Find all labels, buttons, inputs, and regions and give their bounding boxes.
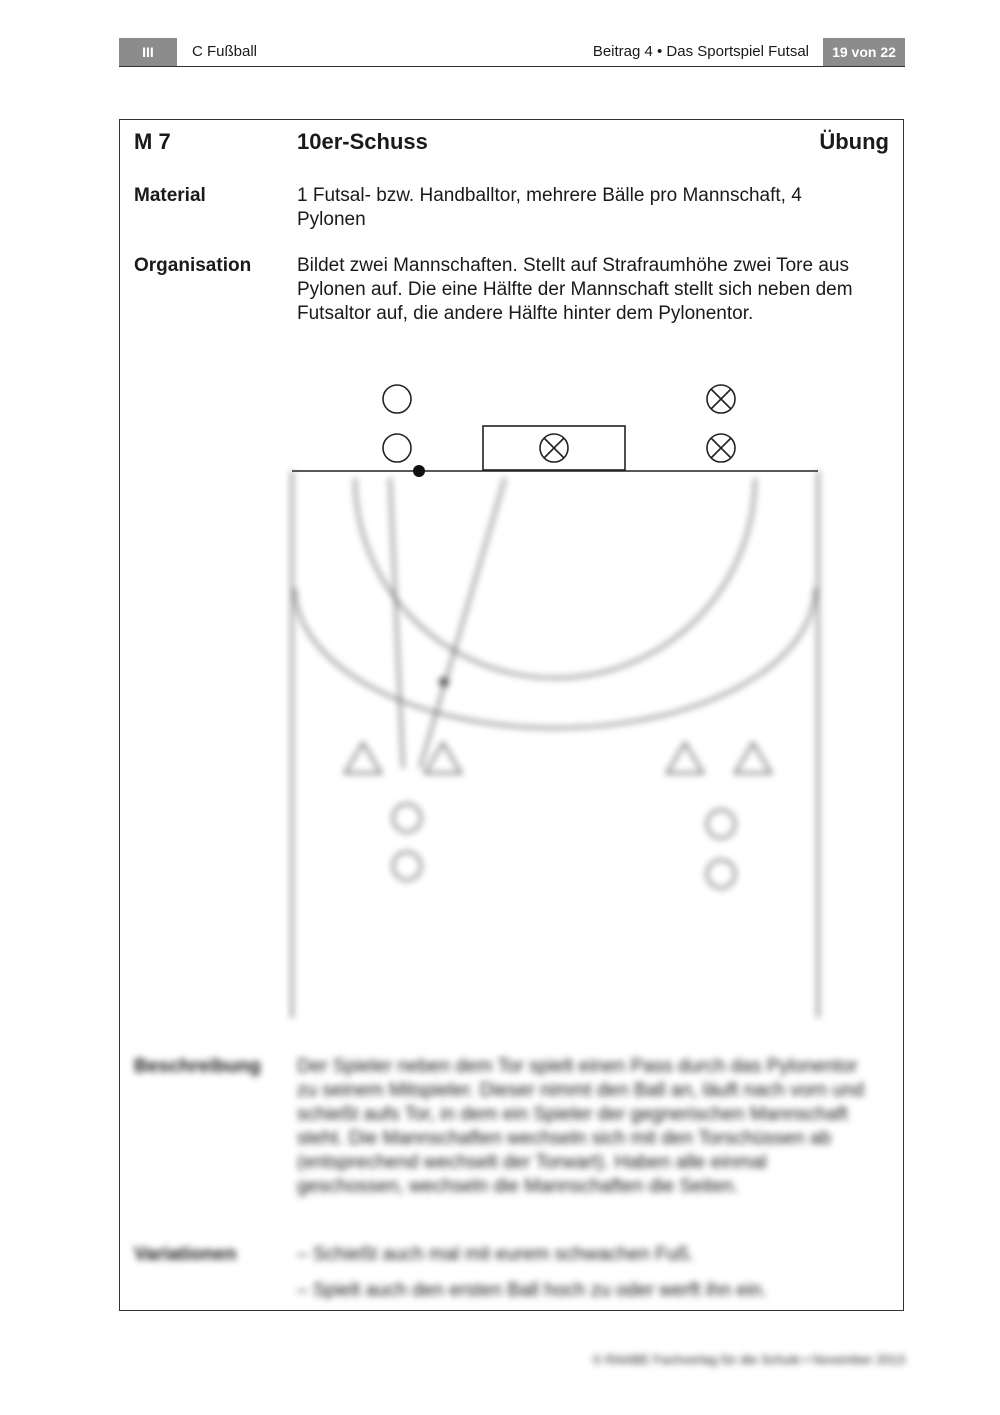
chapter-title: C Fußball <box>192 43 258 60</box>
article-title: Beitrag 4 • Das Sportspiel Futsal <box>592 43 809 60</box>
goal <box>482 425 626 471</box>
material-text: 1 Futsal- bzw. Handballtor, mehrere Bäll… <box>297 185 802 230</box>
section-badge: III <box>119 38 177 66</box>
footer-credit: © RAABE Fachverlag für die Schule • Nove… <box>592 1352 905 1367</box>
list-item: – Spielt auch den ersten Ball hoch zu od… <box>297 1280 768 1301</box>
court-diagram <box>291 384 819 1018</box>
variationen-label: Variationen <box>134 1244 237 1265</box>
player-circle <box>382 384 412 414</box>
organisation-text: Bildet zwei Mannschaften. Stellt auf Str… <box>297 255 853 324</box>
exercise-title: 10er-Schuss <box>297 129 428 154</box>
player-circle <box>382 433 412 463</box>
ball <box>413 465 425 477</box>
page-header: III C Fußball Beitrag 4 • Das Sportspiel… <box>119 38 905 67</box>
lower-section: Beschreibung Der Spieler neben dem Tor s… <box>120 470 905 1312</box>
team-b-players-top <box>706 384 736 463</box>
exercise-card: M 7 10er-Schuss Übung Material 1 Futsal-… <box>119 119 904 1311</box>
material-label: Material <box>134 185 206 206</box>
organisation-label: Organisation <box>134 255 252 276</box>
beschreibung-label: Beschreibung <box>134 1056 261 1077</box>
beschreibung-text: Der Spieler neben dem Tor spielt einen P… <box>297 1056 865 1197</box>
team-a-players-top <box>382 384 412 463</box>
court-lower <box>291 471 819 1018</box>
variationen-list: – Schießt auch mal mit eurem schwachen F… <box>297 1243 857 1315</box>
player-crossed <box>706 433 736 463</box>
material-code: M 7 <box>134 129 171 154</box>
page-number-badge: 19 von 22 <box>823 38 905 66</box>
goalkeeper-crossed <box>539 433 569 463</box>
player-crossed <box>706 384 736 414</box>
list-item: – Schießt auch mal mit eurem schwachen F… <box>297 1244 695 1265</box>
exercise-type: Übung <box>819 129 889 154</box>
